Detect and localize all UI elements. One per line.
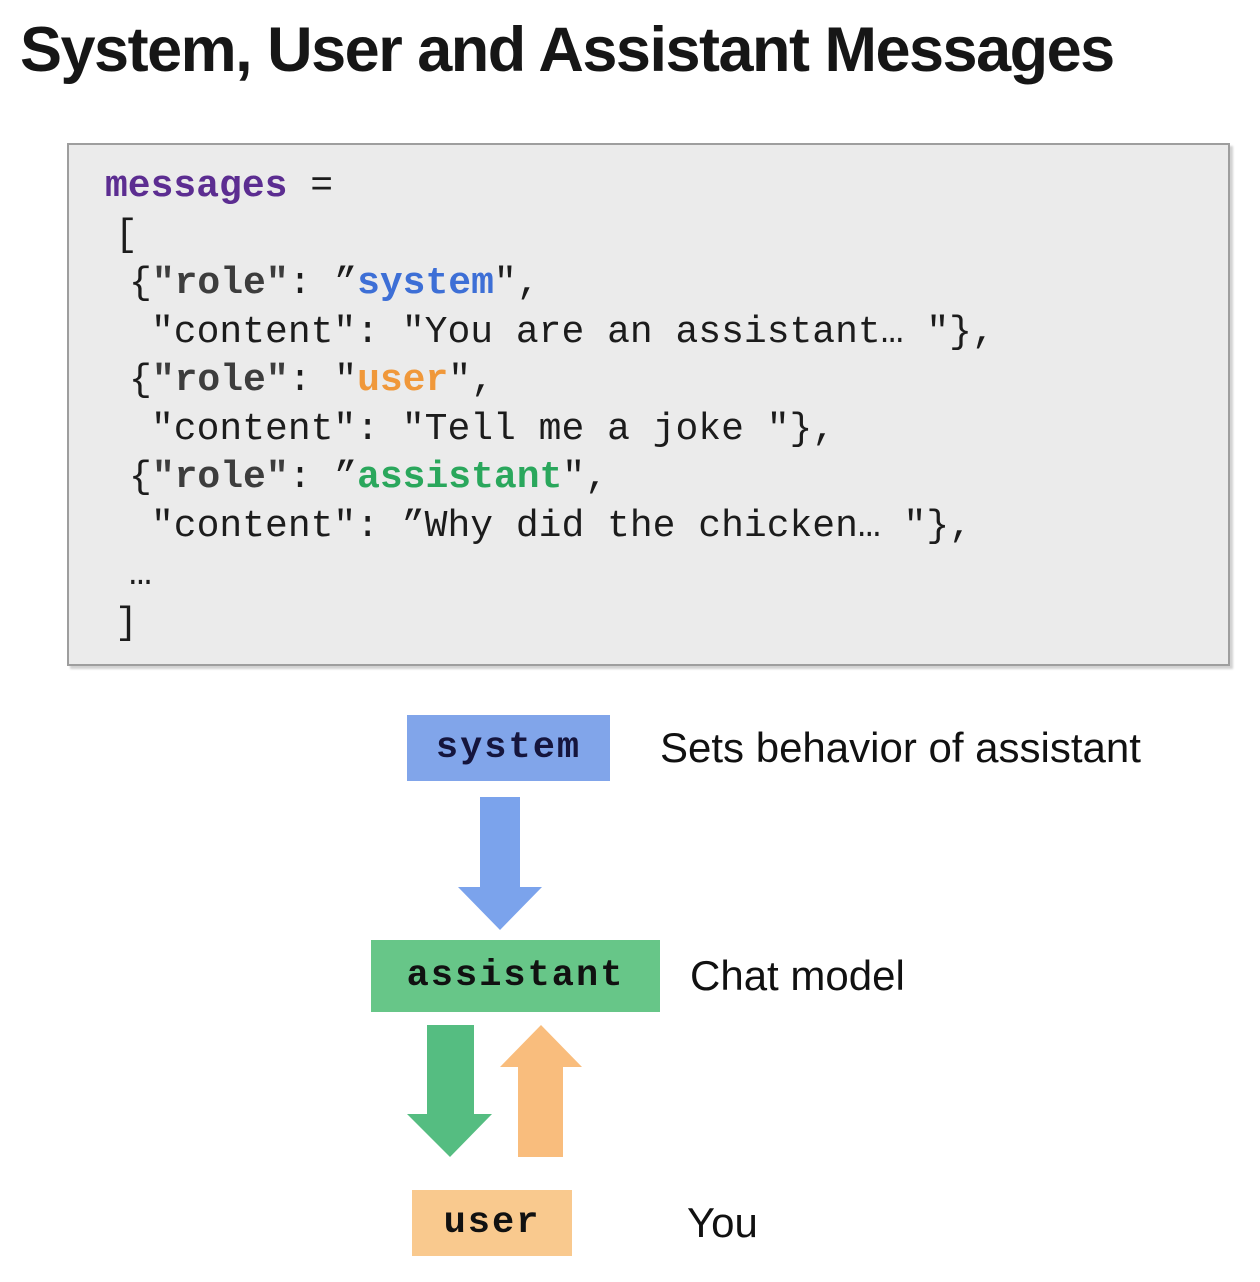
code-token: ", — [562, 456, 608, 499]
code-token: "content": ”Why did the chicken… "}, — [151, 504, 972, 548]
user-description: You — [687, 1190, 758, 1256]
system-description-text: Sets behavior of assistant — [660, 724, 1141, 771]
assistant-description-text: Chat model — [690, 952, 905, 999]
code-line-content-user: "content": "Tell me a joke "}, — [105, 406, 1228, 455]
code-token: ", — [448, 359, 494, 402]
code-token: "content": "You are an assistant… "}, — [151, 310, 995, 354]
assistant-role-box: assistant — [371, 940, 660, 1012]
code-token: ] — [115, 601, 138, 645]
code-token-messages: messages — [105, 165, 288, 208]
code-token: : " — [288, 359, 358, 402]
page-title: System, User and Assistant Messages — [20, 15, 1115, 85]
code-token-assistant: assistant — [357, 456, 563, 499]
code-line-role-system: {"role": ”system", — [105, 260, 1228, 309]
code-line-messages: messages = — [105, 163, 1228, 212]
code-line-role-user: {"role": "user", — [105, 357, 1228, 406]
user-role-box: user — [412, 1190, 572, 1256]
code-token-role: "role" — [151, 456, 289, 499]
code-token: { — [129, 359, 152, 402]
code-token: = — [287, 165, 334, 208]
code-line-content-assistant: "content": ”Why did the chicken… "}, — [105, 503, 1228, 552]
arrow-system-to-assistant-icon — [458, 797, 542, 930]
code-token: … — [129, 553, 152, 596]
arrow-user-to-assistant-icon — [500, 1025, 582, 1157]
code-token-role: "role" — [151, 359, 289, 402]
system-role-box: system — [407, 715, 610, 781]
code-line-content-system: "content": "You are an assistant… "}, — [105, 309, 1228, 358]
code-line-ellipsis: … — [105, 551, 1228, 600]
code-token-role: "role" — [151, 262, 289, 305]
assistant-description: Chat model — [690, 940, 905, 1012]
code-token-system: system — [357, 262, 494, 305]
code-token: [ — [115, 213, 138, 257]
code-line-close-bracket: ] — [105, 600, 1228, 649]
user-role-label: user — [443, 1202, 541, 1244]
arrow-assistant-to-user-icon — [407, 1025, 492, 1157]
code-token: { — [129, 262, 152, 305]
user-description-text: You — [687, 1199, 758, 1246]
code-line-role-assistant: {"role": ”assistant", — [105, 454, 1228, 503]
code-block: messages = [ {"role": ”system", "content… — [67, 143, 1230, 666]
code-token: ", — [493, 262, 540, 305]
code-token: : ” — [288, 456, 358, 499]
code-token: : ” — [288, 262, 358, 305]
code-line-open-bracket: [ — [105, 212, 1228, 261]
system-role-label: system — [435, 727, 582, 769]
assistant-role-label: assistant — [406, 955, 625, 997]
code-token: { — [129, 456, 152, 499]
code-token: "content": "Tell me a joke "}, — [151, 407, 836, 451]
system-description: Sets behavior of assistant — [660, 715, 1141, 781]
code-token-user: user — [357, 359, 449, 402]
